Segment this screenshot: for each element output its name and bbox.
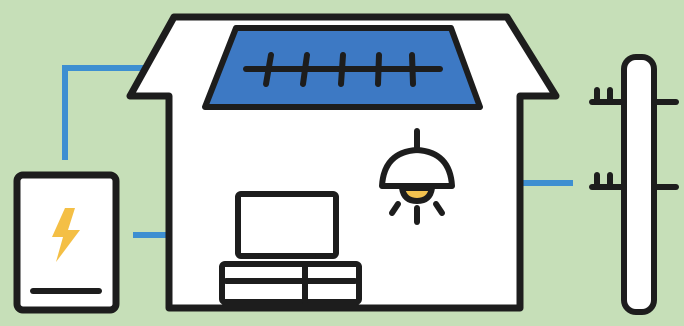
battery-icon (17, 175, 116, 310)
desktop-computer-icon (222, 194, 359, 302)
solar-panel-icon (205, 28, 480, 107)
monitor (238, 194, 336, 256)
utility-pole-icon (592, 57, 676, 312)
pole-body (624, 57, 654, 312)
